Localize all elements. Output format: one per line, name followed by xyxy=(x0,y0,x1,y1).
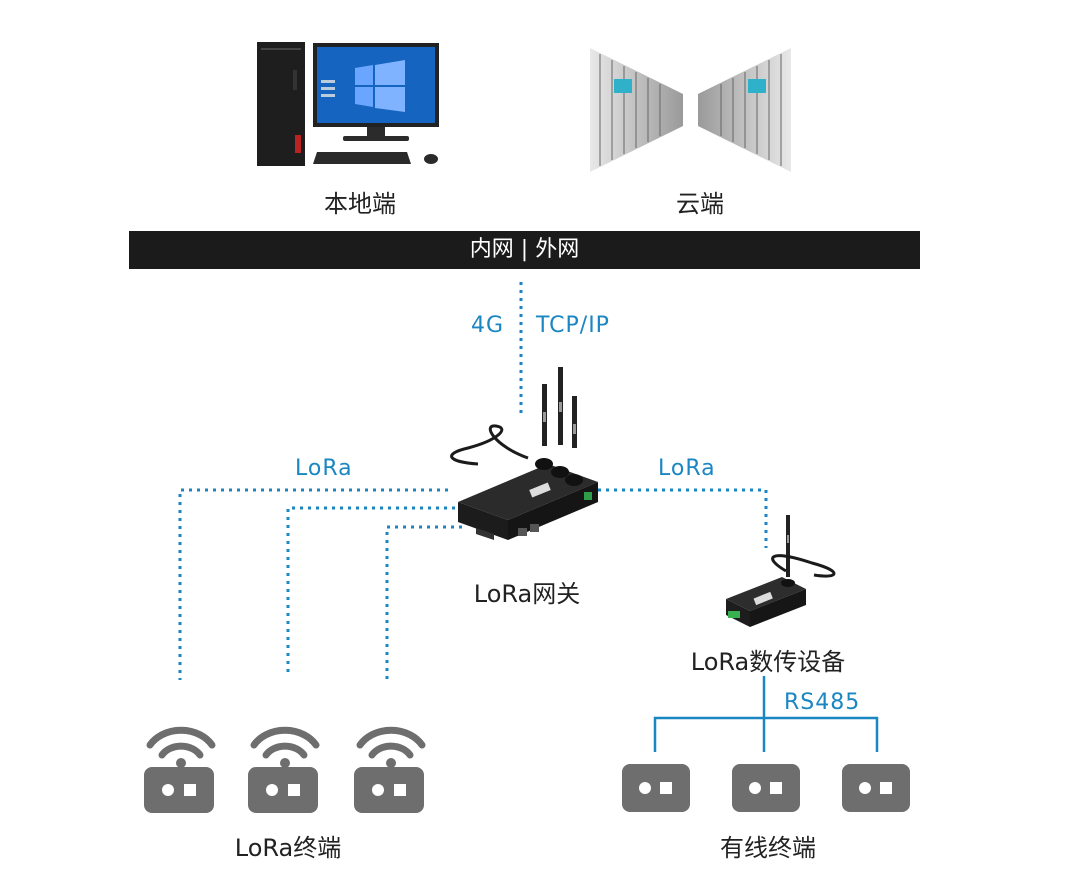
lora-terminal-icon xyxy=(248,726,320,813)
lora-link-dtu xyxy=(598,488,768,548)
wired-terminals-label: 有线终端 xyxy=(720,834,816,862)
cloud-label: 云端 xyxy=(676,190,724,218)
protocol-label: TCP/IP xyxy=(536,313,610,338)
lora-terminals-label: LoRa终端 xyxy=(234,834,342,862)
cellular-label: 4G xyxy=(471,313,505,338)
wired-terminal-icon xyxy=(622,764,690,812)
lora-terminals-group xyxy=(144,726,426,813)
lora-dtu-icon xyxy=(726,515,836,627)
lora-link-1 xyxy=(178,488,448,680)
network-bar: 内网 | 外网 xyxy=(129,231,920,269)
wired-terminal-icon xyxy=(842,764,910,812)
dtu-label: LoRa数传设备 xyxy=(690,648,846,676)
rs485-label: RS485 xyxy=(784,690,861,715)
lora-link-3 xyxy=(385,525,462,684)
lora-left-label: LoRa xyxy=(295,456,353,481)
wired-terminals-group xyxy=(622,764,910,812)
lora-terminal-icon xyxy=(144,726,216,813)
wired-terminal-icon xyxy=(732,764,800,812)
lora-gateway-icon xyxy=(450,367,598,540)
rs485-bus xyxy=(653,716,879,752)
lora-link-2 xyxy=(286,506,455,676)
lora-terminal-icon xyxy=(354,726,426,813)
local-pc-icon xyxy=(257,42,439,166)
cloud-servers-icon xyxy=(590,48,791,172)
gateway-label: LoRa网关 xyxy=(473,580,581,608)
local-label: 本地端 xyxy=(324,190,396,218)
lora-right-label: LoRa xyxy=(658,456,716,481)
